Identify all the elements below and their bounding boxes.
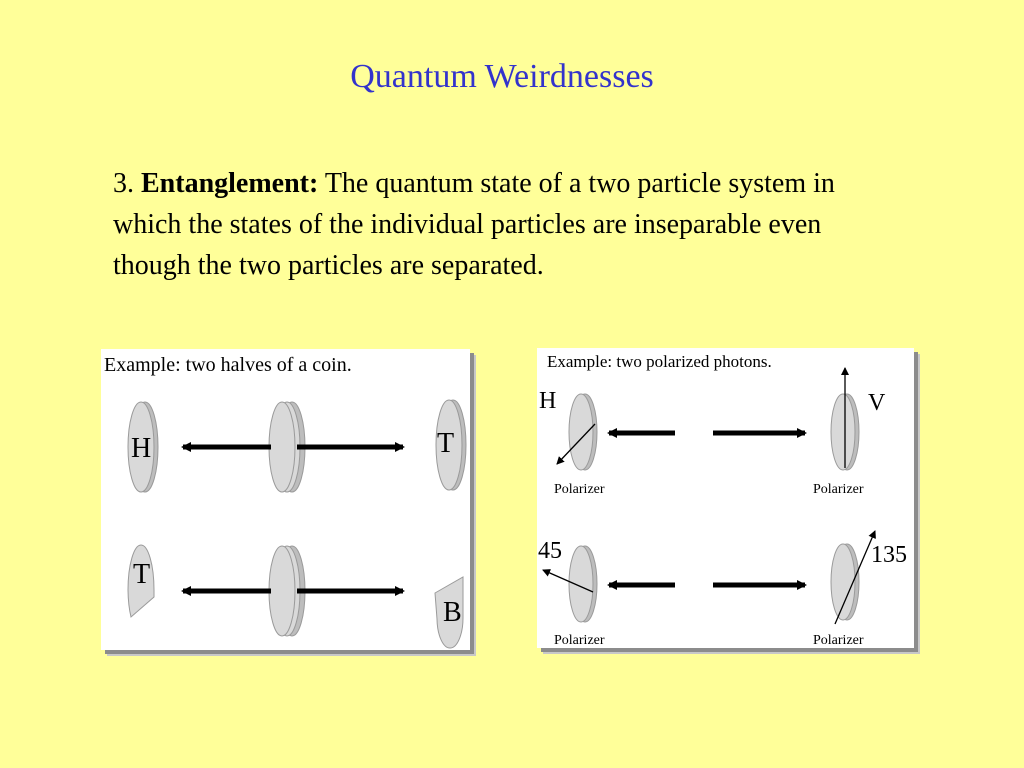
polarizer-left-row1 [568, 393, 598, 471]
photon-row2-right-label: 135 [871, 542, 907, 568]
polarization-arrow-45 [542, 569, 594, 593]
item-number: 3. [113, 168, 134, 199]
coin-caption: Example: two halves of a coin. [104, 354, 352, 376]
coin-row1-right-label: T [437, 428, 454, 459]
polarizer-label-left-row1: Polarizer [554, 482, 605, 497]
definition-text: The quantum state of a two particle syst… [113, 168, 835, 281]
polarizer-right-row2 [830, 543, 860, 621]
photon-row1-right-label: V [868, 390, 886, 416]
photon-diagram: Example: two polarized photons. H V Pola… [538, 352, 907, 648]
coin-row1-left-label: H [131, 433, 151, 464]
polarizer-label-right-row1: Polarizer [813, 482, 864, 497]
entanglement-definition: 3. Entanglement: The quantum state of a … [113, 163, 893, 286]
coin-row2-left-label: T [133, 559, 150, 590]
photon-row2-left-label: 45 [538, 538, 562, 564]
polarizer-label-left-row2: Polarizer [554, 633, 605, 648]
coin-left-half-row1 [127, 401, 159, 493]
polarization-arrow-h [556, 423, 596, 465]
polarizer-label-right-row2: Polarizer [813, 633, 864, 648]
coin-row2-right-label: B [443, 597, 462, 628]
polarizer-left-row2 [568, 545, 598, 623]
coin-diagram: Example: two halves of a coin. H T T [104, 354, 467, 649]
photon-caption: Example: two polarized photons. [547, 352, 772, 371]
slide-title: Quantum Weirdnesses [350, 58, 654, 95]
coin-left-piece-row2 [127, 544, 155, 618]
coin-example-panel: Example: two halves of a coin. H T T [101, 349, 470, 650]
photon-example-panel: Example: two polarized photons. H V Pola… [537, 348, 914, 648]
coin-right-piece-row2 [434, 576, 464, 649]
coin-center-row2 [268, 545, 306, 637]
polarization-arrow-135 [834, 530, 876, 625]
photon-row1-left-label: H [539, 388, 556, 414]
term-entanglement: Entanglement: [141, 168, 319, 199]
coin-right-half-row1 [435, 399, 467, 491]
polarizer-right-row1 [830, 393, 860, 471]
